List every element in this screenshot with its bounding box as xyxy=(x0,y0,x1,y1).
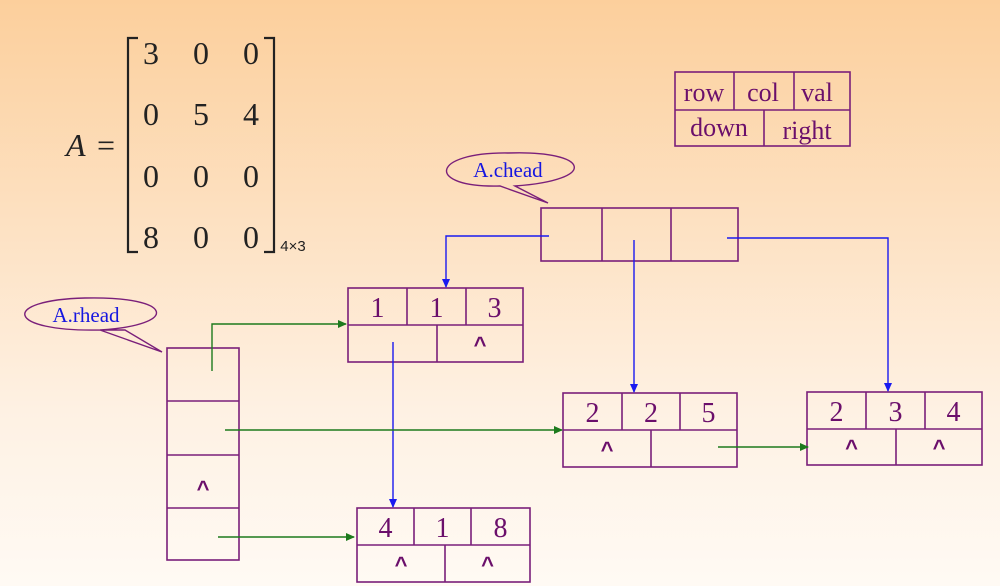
right-bracket xyxy=(264,36,276,254)
node-right: ^ xyxy=(474,332,487,357)
node-row: 4 xyxy=(379,513,393,544)
matrix-cell: 0 xyxy=(193,219,209,255)
matrix-size: 4×3 xyxy=(280,238,305,255)
node-val: 5 xyxy=(702,398,716,429)
legend-right: right xyxy=(782,116,832,145)
matrix-cell: 0 xyxy=(193,158,209,194)
matrix-cell: 0 xyxy=(143,158,159,194)
rhead-row1-link xyxy=(211,320,347,371)
rhead-label: A.rhead xyxy=(52,303,120,327)
matrix-name: A xyxy=(64,127,86,163)
legend-col: col xyxy=(747,78,779,107)
node-col: 1 xyxy=(436,513,450,544)
column-links xyxy=(389,235,892,508)
node-col: 2 xyxy=(644,398,658,429)
matrix-equals: = xyxy=(97,127,115,163)
chead-col3-link xyxy=(727,237,892,392)
chead-col1-link xyxy=(442,235,549,288)
node-n225: 2 2 5 ^ xyxy=(562,392,738,468)
matrix-cell: 3 xyxy=(143,35,159,71)
node-val: 8 xyxy=(494,513,508,544)
rhead-null: ^ xyxy=(197,476,210,501)
matrix-cell: 4 xyxy=(243,96,259,132)
node-col: 1 xyxy=(430,293,444,324)
chead-array xyxy=(540,207,739,262)
node-down: ^ xyxy=(395,552,408,577)
node-right: ^ xyxy=(933,435,946,460)
node-row: 2 xyxy=(586,398,600,429)
node-n113: 1 1 3^ xyxy=(347,287,524,363)
node-val: 3 xyxy=(488,293,502,324)
node-format-legend: row col val down right xyxy=(674,71,851,147)
node-down: ^ xyxy=(845,435,858,460)
node-right: ^ xyxy=(481,552,494,577)
matrix-cell: 0 xyxy=(243,158,259,194)
node-col: 3 xyxy=(889,397,903,428)
row-links xyxy=(211,320,809,541)
legend-down: down xyxy=(690,113,748,142)
matrix-cell: 8 xyxy=(143,219,159,255)
node-val: 4 xyxy=(947,397,961,428)
matrix-cell: 0 xyxy=(143,96,159,132)
node-row: 2 xyxy=(830,397,844,428)
matrix-cell: 0 xyxy=(243,219,259,255)
rhead-callout: A.rhead xyxy=(24,297,163,353)
left-bracket xyxy=(126,36,138,254)
node-down: ^ xyxy=(601,437,614,462)
node-row: 1 xyxy=(371,293,385,324)
chead-callout: A.chead xyxy=(445,152,575,204)
matrix-cell: 5 xyxy=(193,96,209,132)
legend-val: val xyxy=(801,78,833,107)
matrix-cell: 0 xyxy=(243,35,259,71)
rhead-array: ^ xyxy=(166,347,240,561)
legend-row: row xyxy=(684,78,725,107)
chead-label: A.chead xyxy=(473,158,543,182)
matrix-cell: 0 xyxy=(193,35,209,71)
